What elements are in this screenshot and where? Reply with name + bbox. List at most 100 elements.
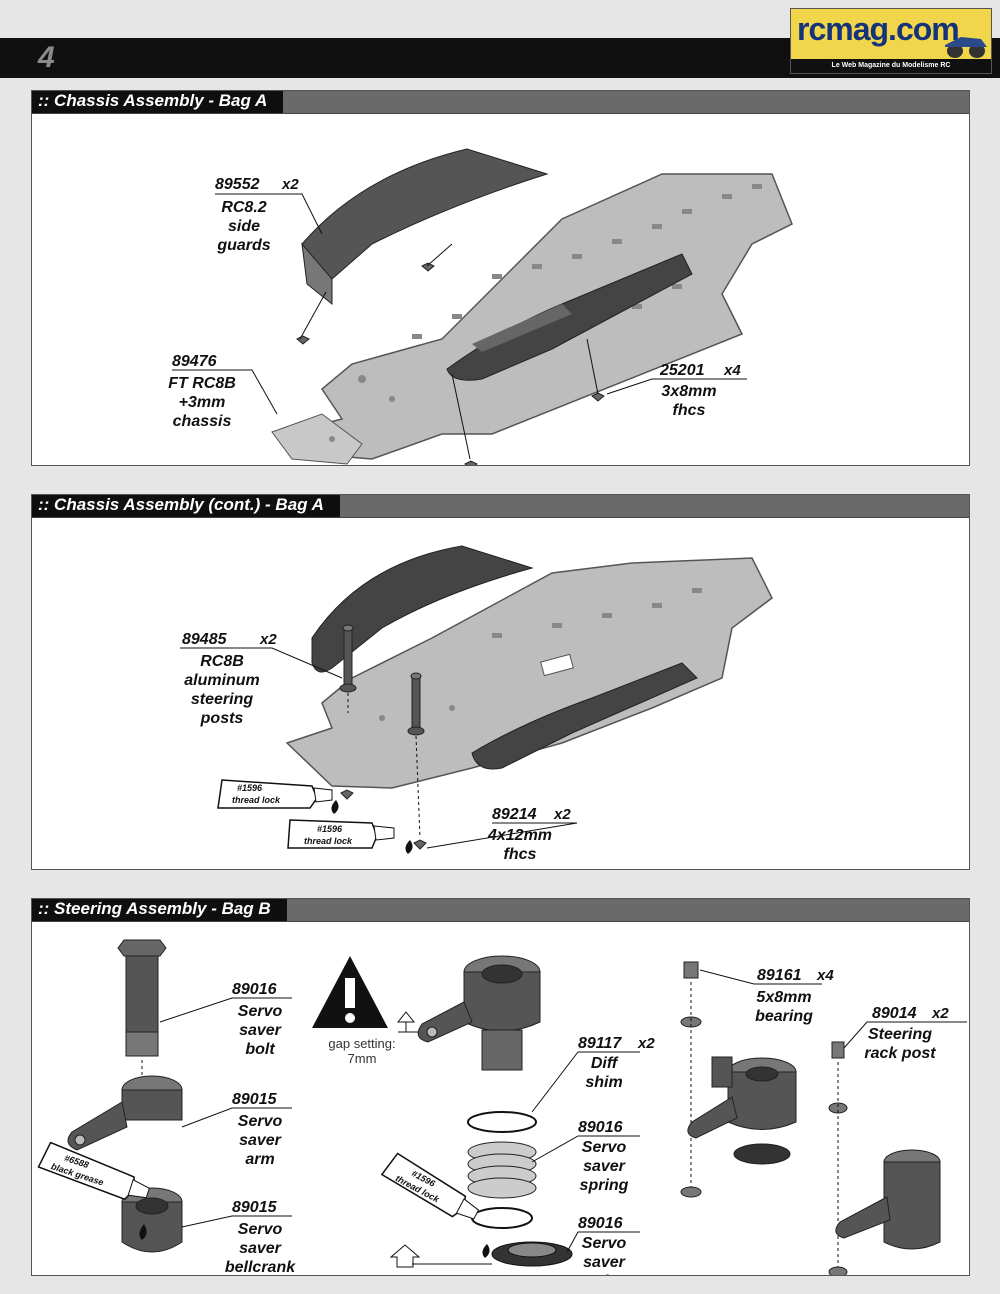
part-number: 89015 — [232, 1199, 278, 1216]
chassis-diagram: 89552 x2 RC8.2 side guards 89476 FT RC8B… — [168, 148, 793, 470]
part-number: 89015 — [232, 1091, 278, 1108]
part-number: 89014 — [872, 1005, 917, 1022]
part-number: 89016 — [232, 981, 277, 998]
part-qty: x2 — [259, 631, 277, 648]
black-grease-tube: #6588 black grease — [37, 1141, 150, 1201]
steering-diagram: #6588 black grease 89016 Servo saver bol… — [37, 939, 967, 1290]
thread-lock-tube-2: #1596 thread lock — [287, 819, 413, 854]
section-title: :: Steering Assembly - Bag B — [32, 899, 287, 921]
part-desc: chassis — [173, 413, 232, 430]
thread-lock-tube-steering: #1596 thread lock — [380, 1152, 480, 1220]
svg-text:thread lock: thread lock — [232, 795, 281, 805]
part-desc: +3mm — [179, 394, 226, 411]
part-qty: x2 — [553, 806, 571, 823]
thread-lock-tube-1: #1596 thread lock — [217, 779, 339, 814]
servo-saver-arm — [67, 1075, 183, 1151]
side-guard-left — [301, 148, 549, 284]
part-desc: guards — [216, 237, 270, 254]
part-desc: retainer — [575, 1273, 634, 1275]
part-desc: Servo — [582, 1139, 627, 1156]
gap-setting-value: 7mm — [348, 1051, 377, 1066]
part-desc: bearing — [755, 1008, 813, 1025]
part-qty: x4 — [723, 362, 741, 379]
servo-saver-retainer — [491, 1241, 573, 1267]
part-number: 89117 — [578, 1035, 622, 1052]
section-header: :: Chassis Assembly (cont.) - Bag A — [32, 495, 969, 518]
logo-name: rcmag.com — [797, 11, 960, 47]
steering-posts-diagram: #1596 thread lock #1596 thread lock 8948… — [180, 545, 773, 863]
arrow-up-icon — [389, 1244, 421, 1268]
part-number-89214: 89214 — [492, 806, 537, 823]
logo-tagline: Le Web Magazine du Modelisme RC — [791, 59, 991, 73]
part-desc: fhcs — [673, 402, 706, 419]
part-number-89552: 89552 — [215, 176, 260, 193]
part-desc: saver — [583, 1158, 626, 1175]
servo-saver-bellcrank — [121, 1187, 183, 1253]
section-chassis-assembly: :: Chassis Assembly - Bag A — [31, 90, 970, 470]
part-desc: posts — [200, 710, 244, 727]
part-qty: x4 — [816, 967, 834, 984]
part-number: 89016 — [578, 1215, 623, 1232]
side-guard-left — [311, 545, 534, 673]
part-desc: Servo — [582, 1235, 627, 1252]
part-desc: Servo — [238, 1221, 283, 1238]
part-desc: side — [228, 218, 260, 235]
part-desc: spring — [580, 1177, 629, 1194]
part-number: 89016 — [578, 1119, 623, 1136]
part-desc: FT RC8B — [168, 375, 236, 392]
warning-icon — [312, 956, 388, 1028]
steering-bellcrank-right — [835, 1149, 941, 1250]
section-steering-assembly: :: Steering Assembly - Bag B #6588 bla — [31, 898, 970, 1290]
leader-lines — [172, 193, 747, 460]
servo-saver-assembly — [417, 955, 541, 1071]
rc-car-icon — [945, 37, 987, 58]
side-guard-right — [471, 662, 698, 770]
part-desc: saver — [239, 1022, 282, 1039]
part-desc: Servo — [238, 1003, 283, 1020]
part-number-25201: 25201 — [659, 362, 705, 379]
chassis-holes — [329, 184, 762, 442]
section-chassis-assembly-cont: :: Chassis Assembly (cont.) - Bag A #159… — [31, 494, 970, 870]
part-desc: saver — [239, 1132, 282, 1149]
part-number-89485: 89485 — [182, 631, 228, 648]
part-desc: fhcs — [504, 846, 537, 863]
part-desc: aluminum — [184, 672, 260, 689]
part-qty: x2 — [281, 176, 299, 193]
svg-text:#1596: #1596 — [237, 783, 263, 793]
section-title: :: Chassis Assembly (cont.) - Bag A — [32, 495, 340, 517]
svg-text:thread lock: thread lock — [304, 836, 353, 846]
part-desc: 4x12mm — [487, 827, 552, 844]
part-desc: arm — [245, 1151, 274, 1168]
section-header: :: Chassis Assembly - Bag A — [32, 91, 969, 114]
section-title: :: Chassis Assembly - Bag A — [32, 91, 284, 113]
part-desc: bellcrank — [225, 1259, 296, 1275]
servo-saver-bellcrank-right — [687, 1056, 797, 1165]
part-desc: shim — [585, 1074, 622, 1091]
site-logo[interactable]: rcmag.com Le Web Magazine du Modelisme R… — [790, 8, 992, 74]
part-desc: bolt — [245, 1041, 275, 1058]
section-header: :: Steering Assembly - Bag B — [32, 899, 969, 922]
servo-saver-spring — [467, 1141, 537, 1199]
part-number-89476: 89476 — [172, 353, 217, 370]
part-desc: saver — [239, 1240, 282, 1257]
gap-setting-caption: gap setting: — [328, 1036, 395, 1051]
arrow-up-icon — [396, 1011, 416, 1032]
part-desc: Diff — [591, 1055, 619, 1072]
steering-post — [339, 624, 425, 736]
servo-saver-bolt — [117, 939, 167, 1057]
part-desc: 5x8mm — [756, 989, 811, 1006]
bearing — [680, 961, 702, 1198]
part-qty: x2 — [637, 1035, 655, 1052]
svg-text:#1596: #1596 — [317, 824, 343, 834]
part-desc: RC8.2 — [221, 199, 266, 216]
part-desc: Steering — [868, 1026, 932, 1043]
part-number: 89161 — [757, 967, 802, 984]
part-desc: steering — [191, 691, 253, 708]
part-qty: x2 — [931, 1005, 949, 1022]
part-desc: rack post — [864, 1045, 936, 1062]
page-number: 4 — [38, 41, 55, 74]
part-desc: RC8B — [200, 653, 244, 670]
part-desc: Servo — [238, 1113, 283, 1130]
part-desc: saver — [583, 1254, 626, 1271]
part-desc: 3x8mm — [661, 383, 716, 400]
